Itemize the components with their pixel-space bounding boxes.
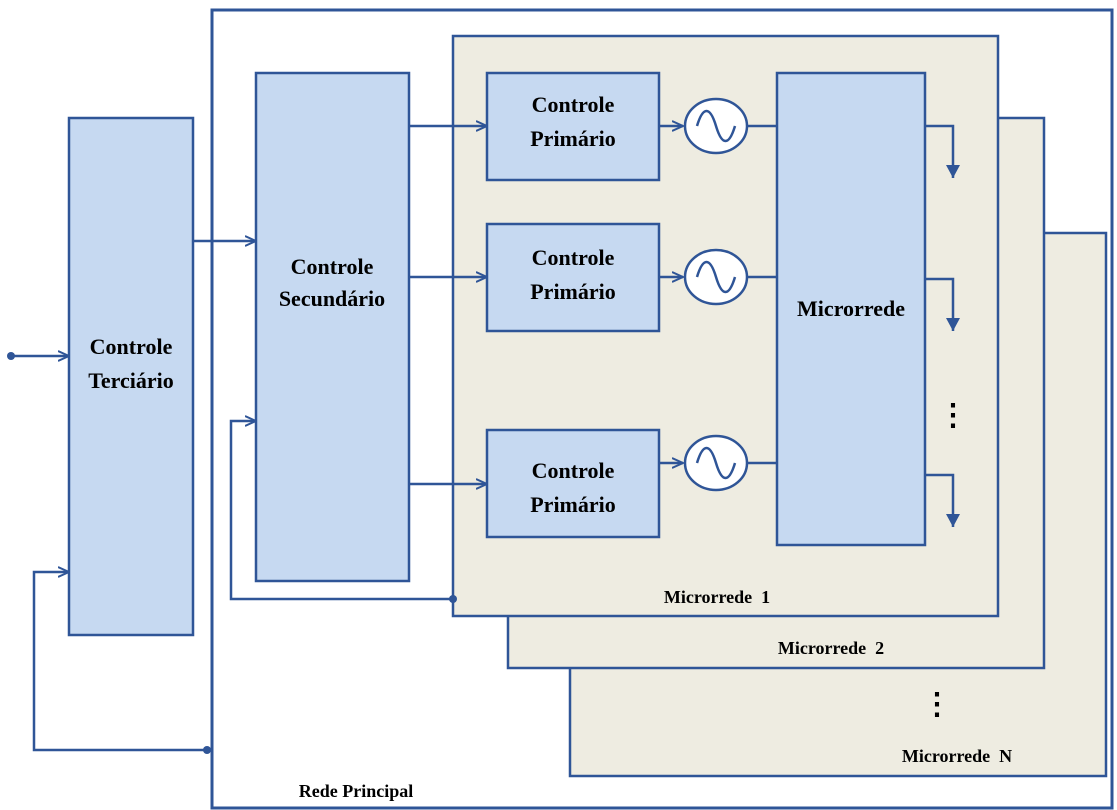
microgrid-1-label: Microrrede 1 (664, 587, 770, 607)
microgrid-n-label: Microrrede N (902, 746, 1012, 766)
secondary-control-label-line2: Secundário (279, 286, 385, 311)
microgrid-2-label: Microrrede 2 (778, 638, 884, 658)
main-network-label: Rede Principal (299, 781, 414, 801)
primary-to-microgrid-links (659, 126, 777, 463)
primary-control-1-label-line2: Primário (530, 126, 616, 151)
tertiary-control-label-line1: Controle (90, 334, 173, 359)
primary-control-block-3 (485, 428, 661, 539)
primary-control-2-label-line2: Primário (530, 279, 616, 304)
ac-source-icon (683, 248, 749, 306)
microgrid-feedback-link (229, 421, 457, 603)
external-input-link (7, 352, 69, 360)
tertiary-control-label-line2: Terciário (88, 368, 174, 393)
microgrid-block-label: Microrrede (797, 296, 905, 321)
main-network-feedback-link (32, 572, 212, 754)
ac-source-icon (683, 97, 749, 155)
primary-control-3-label-line1: Controle (532, 458, 615, 483)
load-output-arrows (925, 124, 960, 527)
tertiary-control-block (67, 116, 195, 637)
primary-control-block-2 (485, 222, 661, 333)
ac-source-icon (683, 434, 749, 492)
secondary-to-primary-links (409, 126, 487, 484)
microgrid-block (775, 71, 927, 547)
secondary-control-block (254, 71, 411, 583)
microgrids-ellipsis: ⋮ (922, 688, 952, 721)
primary-control-3-label-line2: Primário (530, 492, 616, 517)
secondary-control-label-line1: Controle (291, 254, 374, 279)
primary-control-1-label-line1: Controle (532, 92, 615, 117)
loads-ellipsis: ⋮ (938, 399, 968, 432)
primary-control-2-label-line1: Controle (532, 245, 615, 270)
